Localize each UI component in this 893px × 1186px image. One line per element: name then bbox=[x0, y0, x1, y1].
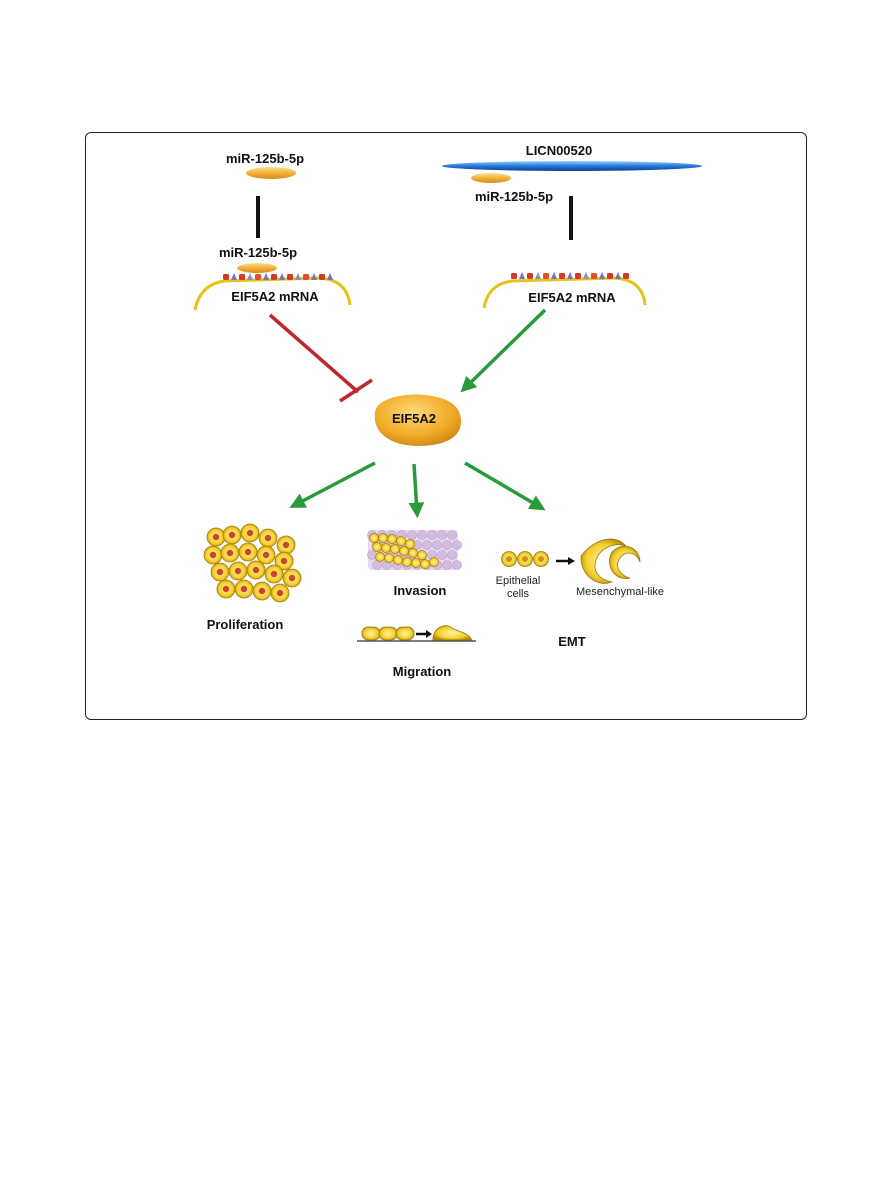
arrow-to-invasion bbox=[408, 463, 425, 519]
epithelial-cells bbox=[501, 551, 549, 567]
mirna-label-left-top: miR-125b-5p bbox=[226, 151, 304, 166]
proliferation-cells bbox=[203, 523, 302, 603]
migration-label: Migration bbox=[393, 664, 452, 679]
mirna-left-bound bbox=[237, 263, 277, 273]
emt-arrow-icon bbox=[556, 557, 575, 565]
migration-illustration bbox=[357, 625, 476, 642]
mesenchymal-cells bbox=[580, 538, 641, 584]
mirna-label-right: miR-125b-5p bbox=[475, 189, 553, 204]
mrna-label-left: EIF5A2 mRNA bbox=[231, 289, 319, 304]
lncrna-label: LICN00520 bbox=[526, 143, 592, 158]
activation-arrow-mrna bbox=[460, 308, 547, 393]
epithelial-label-line2: cells bbox=[507, 588, 530, 600]
epithelial-label-line1: Epithelial bbox=[496, 575, 541, 587]
mrna-strand-right bbox=[482, 272, 647, 309]
mirna-label-left-bound: miR-125b-5p bbox=[219, 245, 297, 260]
mirna-left-top bbox=[246, 167, 296, 179]
inhibition-arrow bbox=[268, 313, 373, 403]
arrow-to-proliferation bbox=[289, 461, 376, 508]
eif5a2-protein bbox=[374, 394, 462, 446]
lncrna-shape bbox=[442, 161, 702, 171]
mirna-right bbox=[471, 173, 511, 183]
mrna-strand-left bbox=[193, 273, 352, 311]
arrow-to-emt bbox=[464, 461, 546, 511]
proliferation-label: Proliferation bbox=[207, 617, 284, 632]
invasion-label: Invasion bbox=[394, 583, 447, 598]
mesenchymal-label: Mesenchymal-like bbox=[576, 586, 664, 598]
protein-label: EIF5A2 bbox=[392, 411, 436, 426]
invasion-illustration bbox=[367, 530, 462, 570]
emt-label: EMT bbox=[558, 634, 586, 649]
mrna-label-right: EIF5A2 mRNA bbox=[528, 290, 616, 305]
